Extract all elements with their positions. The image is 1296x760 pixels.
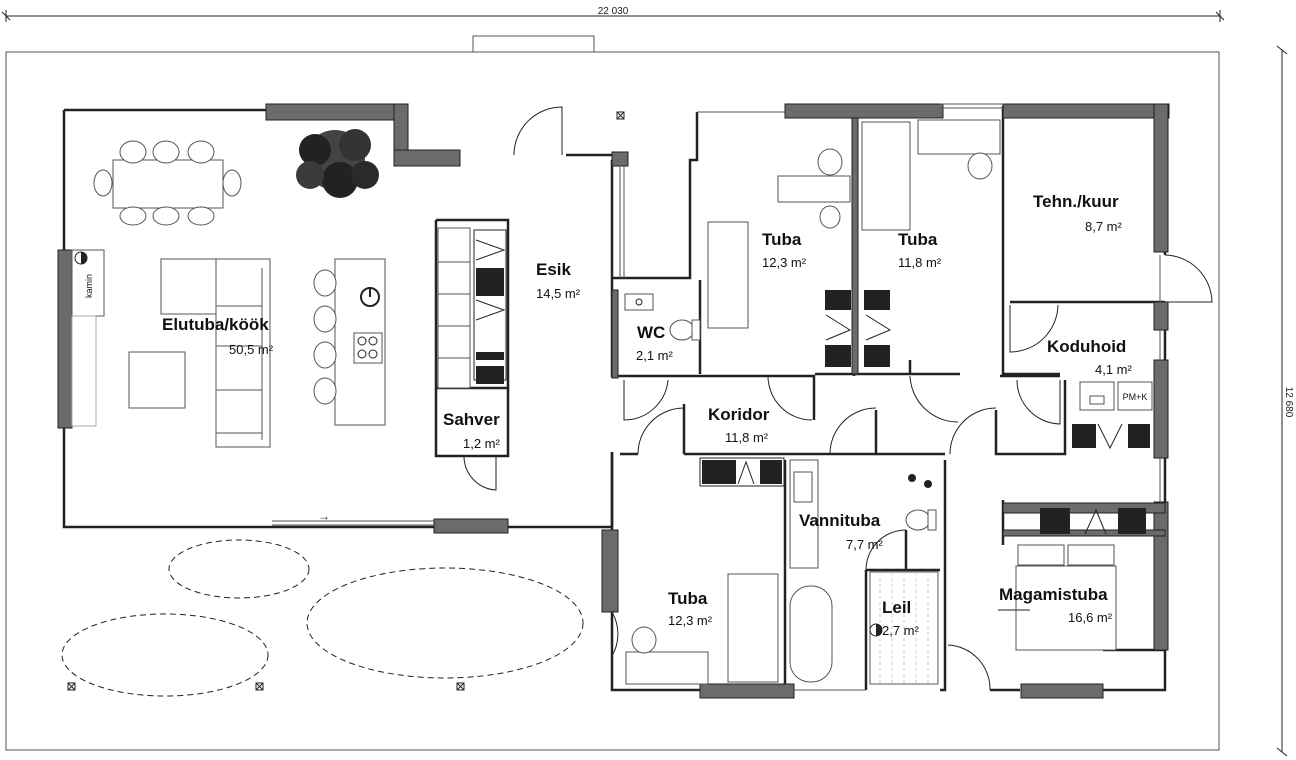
room-sahver: Sahver 1,2 m² [443,410,501,451]
svg-text:50,5 m²: 50,5 m² [229,342,274,357]
kitchen-island [313,258,386,426]
svg-text:14,5 m²: 14,5 m² [536,286,581,301]
outdoor-lamp-markers [67,111,625,691]
dimension-height: 12 680 [1276,45,1294,757]
tree-icon [296,129,379,198]
room-tuba-2: Tuba 11,8 m² [898,230,942,270]
dining-set [93,140,242,226]
svg-text:Elutuba/köök: Elutuba/köök [162,315,269,334]
wardrobe-esik [473,229,507,384]
rug [128,351,186,409]
svg-text:Tuba: Tuba [762,230,802,249]
svg-text:WC: WC [637,323,665,342]
room-labels: Elutuba/köök 50,5 m² Esik 14,5 m² Sahver… [162,192,1133,638]
windows [272,103,1161,691]
magamistuba-furniture [998,508,1146,651]
svg-text:Koridor: Koridor [708,405,770,424]
svg-text:Koduhoid: Koduhoid [1047,337,1126,356]
svg-text:1,2 m²: 1,2 m² [463,436,501,451]
svg-text:Esik: Esik [536,260,572,279]
svg-text:Tuba: Tuba [898,230,938,249]
wc-fixtures [624,293,701,341]
dimension-width: 22 030 [1,6,1225,22]
dimension-height-label: 12 680 [1283,387,1294,418]
thick-walls [57,103,1170,699]
room-tehn-kuur: Tehn./kuur 8,7 m² [1033,192,1123,234]
room-wc: WC 2,1 m² [636,323,674,363]
svg-text:8,7 m²: 8,7 m² [1085,219,1123,234]
svg-text:12,3 m²: 12,3 m² [668,613,713,628]
koduhoid-fixtures: PM+K [1072,381,1153,450]
entrance-step [472,35,595,53]
sofa [160,258,271,448]
kitchen-cabinets [437,227,471,389]
tuba-3-furniture [625,573,779,685]
fireplace: kamin [71,249,105,427]
room-leil: Leil 2,7 m² [882,598,920,638]
room-vannituba: Vannituba 7,7 m² [799,511,884,552]
room-tuba-3: Tuba 12,3 m² [668,589,713,628]
laundry-label: PM+K [1123,392,1148,402]
svg-text:Magamistuba: Magamistuba [999,585,1108,604]
svg-text:11,8 m²: 11,8 m² [725,430,769,445]
svg-text:2,7 m²: 2,7 m² [882,623,920,638]
svg-text:16,6 m²: 16,6 m² [1068,610,1113,625]
tuba-1-furniture [707,148,852,367]
room-koridor: Koridor 11,8 m² [708,405,770,445]
svg-text:12,3 m²: 12,3 m² [762,255,807,270]
svg-text:7,7 m²: 7,7 m² [846,537,884,552]
room-magamistuba: Magamistuba 16,6 m² [999,585,1113,625]
svg-text:2,1 m²: 2,1 m² [636,348,674,363]
svg-text:Sahver: Sahver [443,410,500,429]
vannituba-fixtures [789,459,937,683]
leil-fixtures [869,571,939,685]
doors [463,106,1213,691]
site-boundary [5,51,1220,751]
room-tuba-1: Tuba 12,3 m² [762,230,807,270]
svg-text:Tehn./kuur: Tehn./kuur [1033,192,1119,211]
svg-text:4,1 m²: 4,1 m² [1095,362,1133,377]
tuba-2-furniture [861,119,1001,367]
dimension-width-label: 22 030 [598,6,629,17]
room-koduhoid: Koduhoid 4,1 m² [1047,337,1133,377]
fireplace-label: kamin [84,274,94,298]
svg-text:Leil: Leil [882,598,911,617]
terrace-areas [61,539,584,697]
sliding-door-arrow: → [318,509,330,523]
svg-text:11,8 m²: 11,8 m² [898,255,942,270]
svg-text:Vannituba: Vannituba [799,511,881,530]
koridor-wardrobe [699,457,785,487]
svg-text:Tuba: Tuba [668,589,708,608]
room-elutuba: Elutuba/köök 50,5 m² [162,315,274,357]
room-esik: Esik 14,5 m² [536,260,581,301]
